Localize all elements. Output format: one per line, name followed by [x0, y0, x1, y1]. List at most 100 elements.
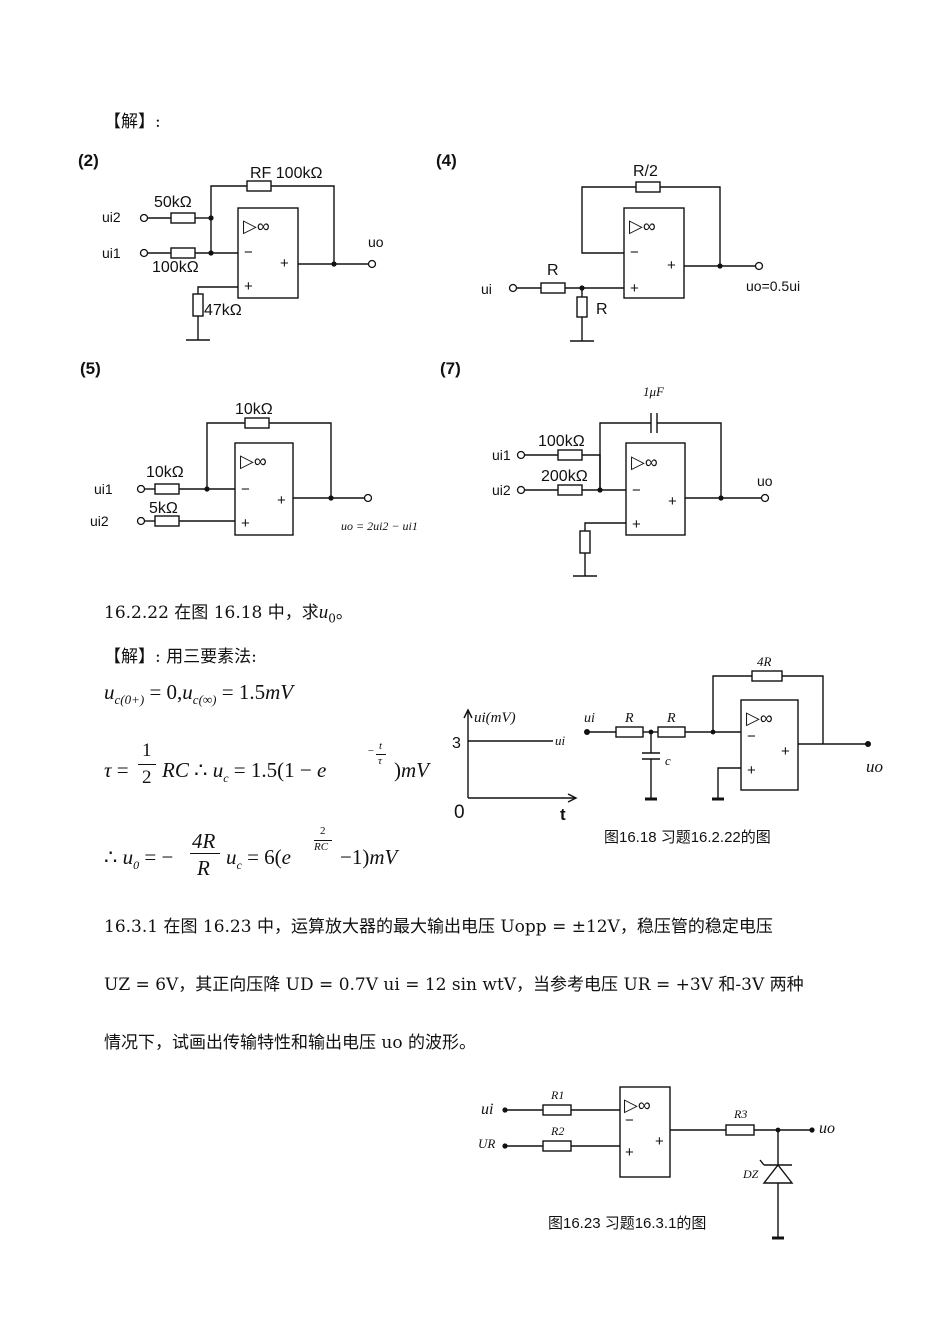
opamp-symbol: ▷∞	[631, 452, 658, 472]
output-node	[865, 741, 871, 747]
output-plus-sign: +	[280, 255, 289, 272]
plus-sign: +	[625, 1144, 634, 1161]
terminal-ui2	[139, 213, 149, 223]
minus-sign: −	[625, 1112, 634, 1129]
input-label: ui	[584, 711, 595, 726]
output-label: uo=0.5ui	[746, 278, 800, 294]
input-ui2-label: ui2	[102, 209, 121, 225]
y-axis-arrow	[463, 708, 473, 719]
fig-16-18-opamp	[740, 699, 799, 791]
circuit-7-opamp	[625, 442, 686, 536]
terminal-uo	[760, 493, 770, 503]
rf-label: R/2	[633, 163, 658, 180]
solution-label: 【解】:	[104, 112, 161, 132]
level-label: ui	[555, 733, 566, 748]
level-value: 3	[452, 735, 461, 752]
circuit-4-label: (4)	[436, 151, 457, 170]
r-ground-label: R	[596, 301, 608, 318]
x-axis-label: t	[560, 805, 566, 824]
terminal-ui	[508, 283, 518, 293]
output-label: uo	[866, 757, 883, 776]
rf-label: 10kΩ	[235, 401, 273, 418]
title-end: 。	[335, 603, 353, 623]
problem-16-3-1-line3: 情况下，试画出传输特性和输出电压 uo 的波形。	[104, 1028, 476, 1053]
r-in-label: R	[547, 262, 559, 279]
resistor-r1	[542, 1104, 572, 1116]
opamp-symbol: ▷∞	[629, 216, 656, 236]
y-axis-label: ui(mV)	[474, 710, 516, 726]
problem-16-3-1-line2: UZ = 6V，其正向压降 UD = 0.7V ui = 12 sin wtV，…	[104, 970, 804, 995]
terminal-uo	[363, 493, 373, 503]
cap-label: c	[665, 753, 671, 768]
cap-label: 1μF	[643, 384, 665, 399]
solution-16-2-22: 【解】: 用三要素法:	[104, 647, 257, 667]
problem-16-2-22-text: 16.2.22 在图 16.18 中，求	[104, 603, 319, 623]
circuit-5-opamp	[234, 442, 294, 536]
output-plus-sign: +	[277, 492, 286, 509]
plus-sign: +	[241, 515, 250, 532]
problem-16-2-22-title: 16.2.22 在图 16.18 中，求u0。	[104, 598, 353, 625]
problem-16-3-1-line1: 16.3.1 在图 16.23 中，运算放大器的最大输出电压 Uopp = ±1…	[104, 912, 773, 937]
title-sub: 0	[328, 611, 336, 626]
r-ui2-label: 5kΩ	[149, 500, 178, 517]
opamp-symbol: ▷∞	[746, 708, 773, 728]
input-ui2-label: ui2	[90, 513, 109, 529]
problem-16-3-1-text-1: 16.3.1 在图 16.23 中，运算放大器的最大输出电压 Uopp = ±1…	[104, 917, 773, 937]
minus-sign: −	[632, 482, 641, 499]
figure-16-23-caption: 图16.23 习题16.3.1的图	[548, 1215, 706, 1232]
output-plus-sign: +	[667, 257, 676, 274]
plus-sign: +	[632, 516, 641, 533]
resistor-r3	[725, 1124, 755, 1136]
equation-initial-final: uc(0+) = 0,uc(∞) = 1.5mV	[104, 680, 294, 708]
r-ui1-label: 10kΩ	[146, 464, 184, 481]
circuit-2-opamp	[237, 207, 299, 299]
input-label: ui	[481, 281, 492, 297]
equation-output: ∴ u0 = − 4R R uc = 6(e 2 RC −1)mV	[104, 825, 398, 880]
x-axis-arrow	[567, 793, 578, 803]
input-ui1-label: ui1	[94, 481, 113, 497]
output-equation: uo = 2ui2 − ui1	[341, 519, 418, 533]
plus-sign: +	[630, 280, 639, 297]
input-ui2-label: ui2	[492, 482, 511, 498]
plus-sign: +	[747, 762, 756, 779]
r1-label: R	[624, 711, 634, 726]
r2-label: R	[666, 711, 676, 726]
input-ui1-label: ui1	[102, 245, 121, 261]
opamp-symbol: ▷∞	[624, 1095, 651, 1115]
rf-label: RF 100kΩ	[250, 165, 322, 182]
minus-sign: −	[244, 244, 253, 261]
output-label: uo	[368, 234, 384, 250]
minus-sign: −	[630, 244, 639, 261]
opamp-symbol: ▷∞	[243, 216, 270, 236]
resistor-r2	[542, 1140, 572, 1152]
terminal-ui1	[516, 450, 526, 460]
problem-16-3-1-text-2: UZ = 6V，其正向压降 UD = 0.7V ui = 12 sin wtV，…	[104, 975, 804, 995]
terminal-uo	[367, 259, 377, 269]
zener-label: DZ	[742, 1167, 759, 1181]
problem-16-3-1-text-3: 情况下，试画出传输特性和输出电压 uo 的波形。	[104, 1033, 476, 1053]
origin-label: 0	[454, 802, 465, 823]
terminal-uo	[754, 261, 764, 271]
output-label: uo	[757, 473, 773, 489]
zener-triangle	[762, 1163, 794, 1184]
input-ui1-label: ui1	[492, 447, 511, 463]
output-plus-sign: +	[781, 743, 790, 760]
r-ui1-label: 100kΩ	[538, 433, 585, 450]
rf-label: 4R	[757, 654, 772, 669]
figure-16-18-caption: 图16.18 习题16.2.22的图	[604, 829, 771, 846]
output-plus-sign: +	[668, 493, 677, 510]
terminal-ui2	[516, 485, 526, 495]
input-ur-label: UR	[478, 1136, 495, 1151]
r1-label: R1	[550, 1088, 564, 1102]
r-ground-label: 47kΩ	[204, 302, 242, 319]
fig-16-23-opamp	[619, 1086, 671, 1178]
r-ui2-label: 200kΩ	[541, 468, 588, 485]
circuit-7-label: (7)	[440, 359, 461, 378]
title-var: u	[318, 602, 329, 623]
